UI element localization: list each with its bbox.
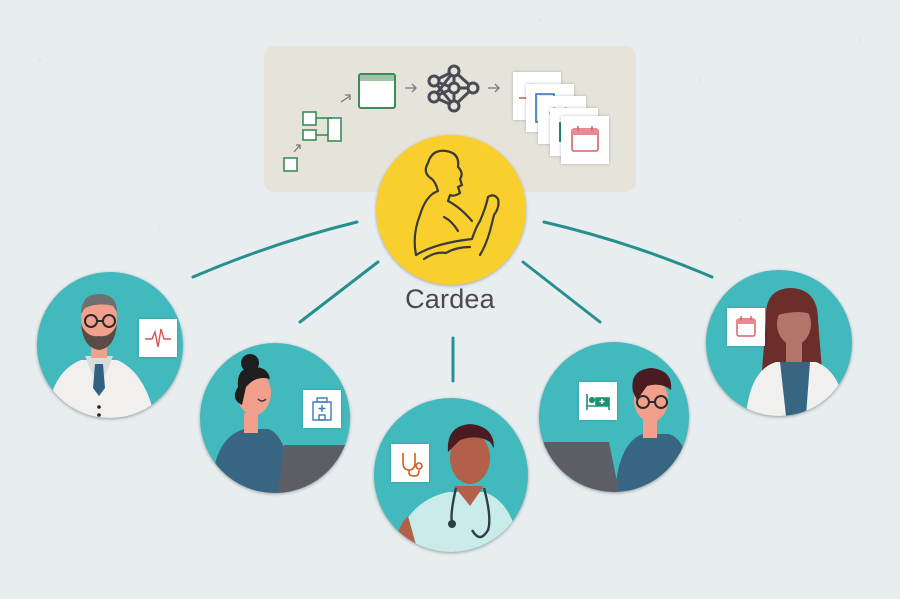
user-circle-doctor-female [706, 270, 852, 416]
arrow-icon [405, 83, 417, 93]
user-circle-nurse [374, 398, 528, 552]
table-window-icon [358, 73, 396, 109]
connector-user-1 [191, 220, 359, 279]
heartbeat-icon [145, 328, 171, 348]
neural-network-icon [427, 64, 480, 113]
pipeline-graphic [283, 64, 500, 172]
doctor-female-avatar [746, 288, 846, 416]
arrow-icon [488, 83, 500, 93]
arrow-icon [293, 94, 351, 153]
doctor-avatar [47, 294, 155, 418]
hub-label: Cardea [405, 284, 495, 314]
connector-user-5 [542, 220, 714, 279]
hospital-bed-icon [586, 394, 610, 410]
stethoscope-icon [402, 453, 423, 477]
stethoscope-badge [391, 444, 429, 482]
pipeline-panel [264, 46, 636, 192]
output-card-calendar [561, 116, 609, 164]
user-circle-administrator [200, 343, 350, 493]
hospital-badge [303, 390, 341, 428]
calendar-icon [571, 126, 599, 152]
calendar-badge [727, 308, 765, 346]
administrator-avatar [212, 354, 350, 493]
cardea-hub [376, 135, 526, 285]
nurse-avatar [394, 424, 520, 552]
connector-user-4 [521, 260, 602, 324]
user-circle-analyst [539, 342, 689, 492]
schema-boxes-icon [283, 111, 342, 172]
user-circle-doctor [37, 272, 183, 418]
hospital-bed-badge [579, 382, 617, 420]
goddess-figure-icon [413, 149, 500, 261]
connector-user-2 [298, 260, 380, 324]
calendar-icon [736, 316, 756, 337]
heartbeat-badge [139, 319, 177, 357]
hospital-icon [312, 397, 332, 421]
